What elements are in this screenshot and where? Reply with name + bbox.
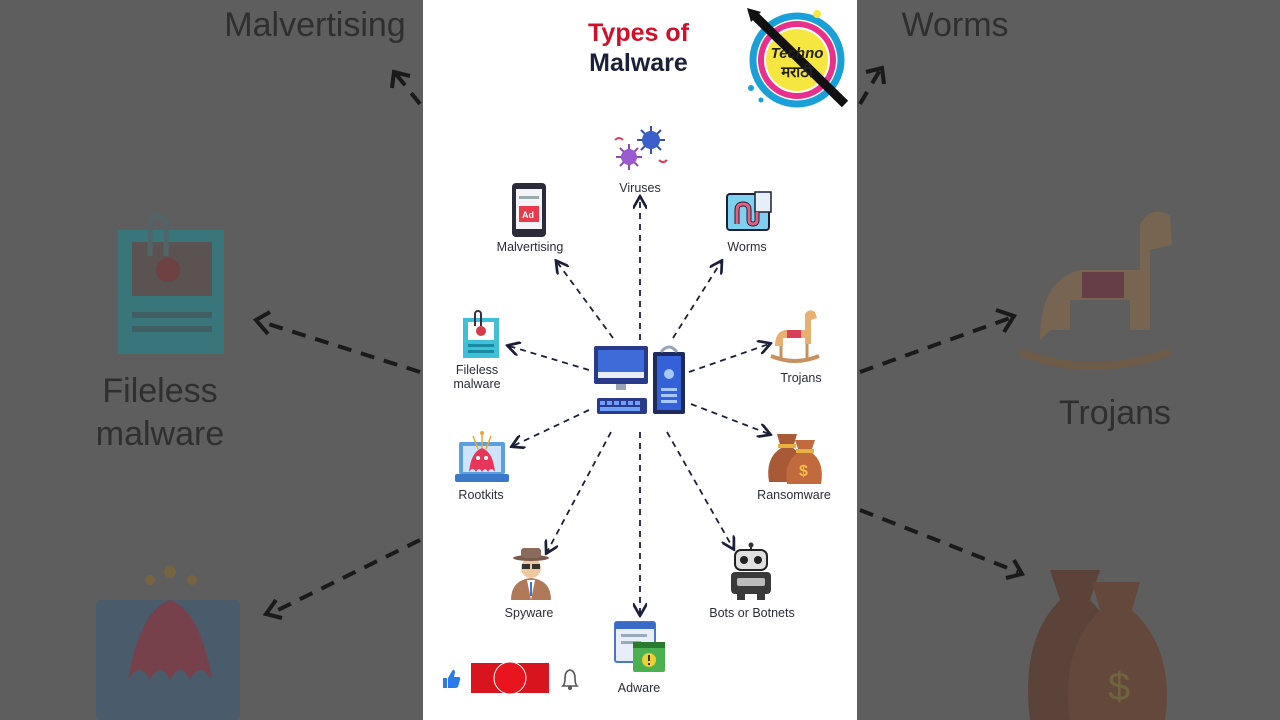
bg-label-malvertising: Malvertising — [224, 6, 406, 44]
node-label-bots: Bots or Botnets — [709, 606, 795, 620]
worm-folder-icon — [726, 191, 772, 231]
bg-label-fileless-1: Fileless — [102, 372, 218, 410]
logo-text-2: मराठी — [780, 63, 814, 81]
bg-rootkit-icon — [96, 566, 240, 720]
infographic-panel: Types of Malware Techno मराठी — [423, 0, 857, 720]
node-label-spyware: Spyware — [504, 606, 554, 620]
svg-text:$: $ — [799, 463, 808, 480]
robot-icon — [731, 542, 771, 600]
arrow-bots — [666, 431, 733, 548]
arrow-worms — [672, 262, 721, 339]
node-label-viruses: Viruses — [619, 181, 661, 195]
techno-marathi-logo: Techno मराठी — [747, 8, 849, 108]
thumbs-up-icon[interactable] — [443, 669, 461, 688]
title-line-2: Malware — [589, 49, 688, 77]
bg-label-fileless-2: malware — [95, 414, 225, 453]
virus-icon — [614, 126, 668, 170]
bell-icon[interactable] — [561, 669, 579, 690]
node-label-rootkits: Rootkits — [458, 488, 504, 502]
bg-trojan-icon — [1018, 211, 1172, 370]
title-line-1: Types of — [588, 19, 689, 47]
rootkit-laptop-icon — [455, 431, 509, 482]
page-title: Types of Malware — [423, 18, 857, 78]
bg-fileless-icon — [118, 213, 224, 354]
subscribe-button-icon[interactable] — [471, 661, 549, 695]
bg-ransom-icon: $ — [1028, 570, 1167, 720]
node-label-malvertising: Malvertising — [496, 240, 564, 254]
bg-label-worms: Worms — [901, 6, 1009, 44]
arrow-rootkits — [513, 409, 590, 446]
money-bags-icon: $ — [768, 434, 822, 484]
node-label-fileless-2: malware — [453, 377, 501, 391]
spy-icon — [511, 548, 551, 600]
phone-ad-icon: Ad — [512, 183, 546, 237]
svg-text:$: $ — [1108, 665, 1130, 709]
logo-text-1: Techno — [771, 45, 824, 62]
node-label-worms: Worms — [727, 240, 767, 254]
like-subscribe-bar — [443, 661, 579, 695]
trojan-horse-icon — [770, 310, 820, 363]
node-label-trojans: Trojans — [780, 371, 822, 385]
arrow-spyware — [547, 431, 612, 552]
computer-icon — [594, 345, 685, 414]
node-label-fileless: Fileless malware — [437, 363, 517, 391]
arrow-malvertising — [557, 262, 614, 339]
arrow-trojans — [688, 344, 769, 373]
svg-text:Ad: Ad — [522, 210, 534, 220]
arrow-ransomware — [690, 403, 769, 434]
node-label-ransomware: Ransomware — [757, 488, 831, 502]
node-label-fileless-1: Fileless — [455, 363, 499, 377]
bg-label-trojans: Trojans — [1058, 394, 1172, 432]
fileless-icon — [463, 310, 499, 358]
connector-arrows — [423, 0, 857, 720]
arrow-fileless — [509, 346, 590, 371]
node-label-adware: Adware — [617, 681, 661, 695]
bg-label-fileless: Fileless malware — [60, 370, 260, 455]
adware-window-icon — [614, 621, 665, 672]
